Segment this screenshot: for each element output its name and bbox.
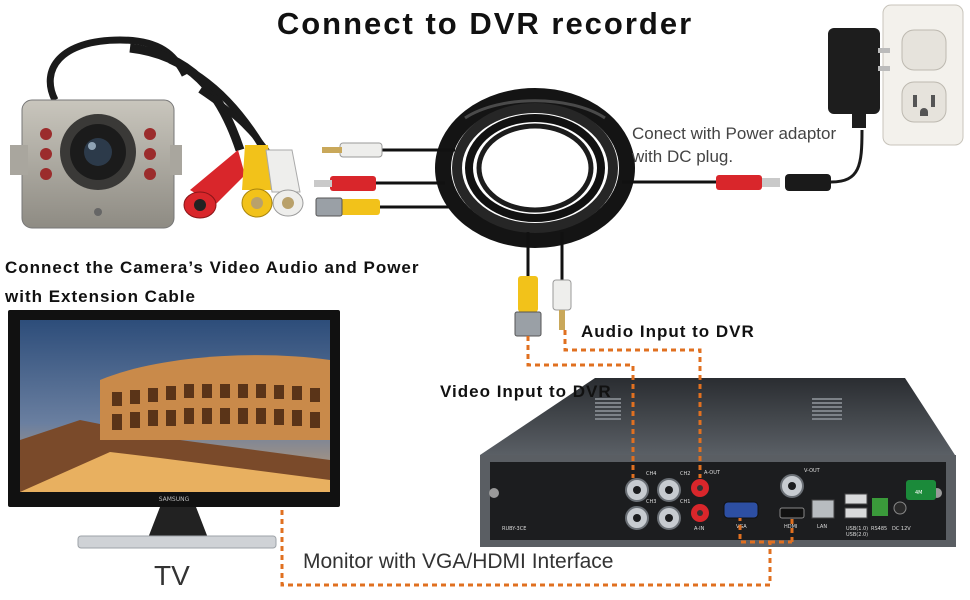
video-input-label: Video Input to DVR bbox=[440, 382, 612, 401]
dvr-recorder bbox=[480, 378, 956, 547]
cable-to-power bbox=[622, 129, 864, 191]
audio-plug-white bbox=[322, 142, 383, 158]
audio-input-label: Audio Input to DVR bbox=[581, 322, 755, 341]
port-label-ch2: CH2 bbox=[680, 471, 690, 477]
port-label-vga: VGA bbox=[736, 524, 747, 530]
port-label-hdmi: HDMI bbox=[784, 524, 797, 530]
camera-audio-connector bbox=[265, 149, 304, 217]
port-label-rs485: RS485 bbox=[871, 526, 887, 532]
dvr-model-label: RUBY-3CE bbox=[502, 526, 526, 532]
port-label-dc: DC 12V bbox=[892, 526, 911, 532]
audio-connection-line bbox=[563, 330, 702, 478]
port-label-a-out: A-OUT bbox=[704, 470, 721, 476]
power-adaptor-label-line2: with DC plug. bbox=[632, 147, 734, 166]
video-connection-line bbox=[526, 336, 635, 478]
tv-monitor: SAMSUNG bbox=[8, 310, 340, 549]
port-label-ch1: CH1 bbox=[680, 499, 690, 505]
page-title: Connect to DVR recorder bbox=[276, 6, 694, 41]
camera-connect-label-line2: with Extension Cable bbox=[5, 287, 196, 306]
port-label-ch3: CH3 bbox=[646, 499, 656, 505]
wall-outlet bbox=[882, 4, 964, 146]
video-plug-bnc-yellow bbox=[315, 197, 380, 217]
power-adaptor bbox=[828, 28, 890, 128]
monitor-connection-line bbox=[280, 510, 772, 587]
extension-cable-coil bbox=[435, 88, 635, 248]
port-label-usb1: USB(1.0) bbox=[846, 526, 868, 532]
power-plug-red bbox=[314, 176, 376, 191]
port-label-v-out: V-OUT bbox=[804, 468, 821, 474]
power-adaptor-label-line1: Conect with Power adaptor bbox=[632, 124, 837, 143]
cable-leads-left bbox=[375, 148, 455, 209]
camera-power-connector bbox=[183, 150, 245, 219]
monitor-label: Monitor with VGA/HDMI Interface bbox=[303, 550, 614, 573]
camera-video-connector bbox=[241, 145, 273, 218]
port-label-lan: LAN bbox=[817, 524, 827, 530]
cctv-camera bbox=[10, 36, 283, 229]
port-label-ch4: CH4 bbox=[646, 471, 656, 477]
cable-leads-down bbox=[514, 232, 572, 337]
port-label-a-in: A-IN bbox=[694, 526, 705, 532]
tv-brand-logo: SAMSUNG bbox=[159, 496, 190, 503]
connection-lines bbox=[280, 330, 794, 587]
tv-label: TV bbox=[154, 560, 190, 591]
dvr-badge: 4M bbox=[915, 490, 923, 496]
camera-connect-label-line1: Connect the Camera’s Video Audio and Pow… bbox=[5, 258, 420, 277]
port-label-usb2: USB(2.0) bbox=[846, 532, 868, 538]
